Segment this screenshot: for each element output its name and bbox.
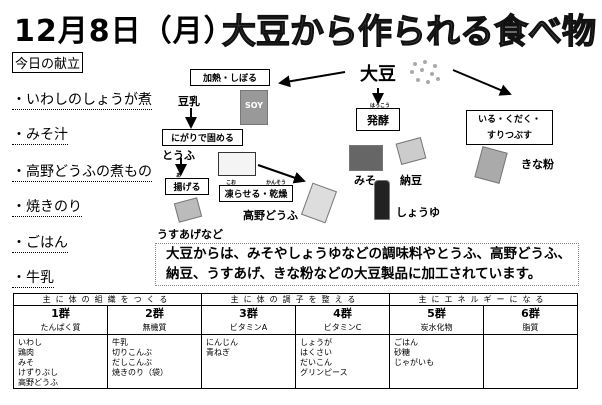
food-list: にんじん 青ねぎ	[206, 338, 238, 357]
category-header: 主に体の組織をつくる	[13, 293, 202, 306]
nigari-box: にがりで固める	[162, 129, 243, 146]
food-groups-table: 主に体の組織をつくる 主に体の調子を整える 主にエネルギーになる 1群たんぱく質…	[13, 293, 578, 389]
fry-box: 揚げる	[165, 178, 209, 195]
menu-item: ・牛乳	[12, 270, 54, 288]
tofu-label: とうふ	[162, 149, 195, 162]
food-list: 牛乳 切りこんぶ だしこんぶ 焼きのり（袋）	[112, 338, 168, 377]
miso-icon	[349, 145, 383, 171]
group-header: 3群ビタミンA	[201, 305, 296, 335]
ferment-ruby: はっこう	[370, 103, 391, 109]
info-note: 大豆からは、みそやしょうゆなどの調味料やとうふ、高野どうふ、 納豆、うすあげ、き…	[155, 243, 579, 286]
tofu-icon	[218, 152, 256, 176]
group-number: 5群	[427, 306, 446, 320]
category-header: 主に体の調子を整える	[201, 293, 390, 306]
group-nutrient: 脂質	[522, 322, 539, 332]
group-foods: 牛乳 切りこんぶ だしこんぶ 焼きのり（袋）	[107, 334, 202, 389]
fry-ruby: あ	[176, 173, 182, 179]
shoyu-label: しょうゆ	[396, 206, 440, 219]
roast-crush-line: すりつぶす	[486, 130, 533, 141]
group-header: 1群たんぱく質	[13, 305, 108, 335]
menu-item: ・いわしのしょうが煮	[12, 92, 152, 110]
soy-milk-pack-icon: SOY	[240, 90, 268, 125]
category-header: 主にエネルギーになる	[389, 293, 578, 306]
natto-label: 納豆	[400, 174, 422, 187]
soy-milk-label: 豆乳	[178, 95, 200, 108]
group-nutrient: ビタミンC	[323, 322, 362, 332]
food-list: しょうが はくさい だいこん グリンピース	[300, 338, 348, 377]
ferment-box: 発酵	[356, 108, 400, 131]
group-header: 4群ビタミンC	[295, 305, 390, 335]
roast-crush-box: いる・くだく・ すりつぶす	[466, 110, 553, 145]
menu-item: ・高野どうふの煮もの	[12, 164, 152, 182]
group-foods	[483, 334, 578, 389]
dry-ruby: かんそう	[266, 180, 287, 186]
group-foods: いわし 鶏肉 みそ けずりぶし 高野どうふ	[13, 334, 108, 389]
miso-label: みそ	[354, 174, 376, 187]
page-title: 大豆から作られる食べ物	[221, 11, 596, 52]
menu-item: ・ごはん	[12, 235, 68, 253]
group-foods: ごはん 砂糖 じゃがいも	[389, 334, 484, 389]
koya-tofu-label: 高野どうふ	[243, 209, 298, 222]
soybeans-icon	[410, 60, 440, 84]
freeze-ruby: こお	[226, 180, 237, 186]
freeze-dry-box: 凍らせる・乾燥	[219, 185, 293, 202]
group-number: 6群	[521, 306, 540, 320]
note-line: 大豆からは、みそやしょうゆなどの調味料やとうふ、高野どうふ、	[166, 246, 571, 262]
group-nutrient: たんぱく質	[40, 322, 81, 332]
usuage-label: うすあげなど	[157, 228, 223, 241]
soybean-label: 大豆	[360, 64, 396, 85]
date-heading: 12月8日（月）	[14, 14, 235, 49]
group-number: 3群	[239, 306, 258, 320]
group-header: 5群炭水化物	[389, 305, 484, 335]
roast-crush-line: いる・くだく・	[477, 114, 541, 125]
group-nutrient: 炭水化物	[420, 322, 453, 332]
kinako-label: きな粉	[521, 158, 554, 171]
heat-press-box: 加熱・しぼる	[190, 69, 270, 86]
note-line: 納豆、うすあげ、きな粉などの大豆製品に加工されています。	[166, 266, 542, 282]
group-header: 6群脂質	[483, 305, 578, 335]
group-foods: しょうが はくさい だいこん グリンピース	[295, 334, 390, 389]
group-header: 2群無機質	[107, 305, 202, 335]
food-list: いわし 鶏肉 みそ けずりぶし 高野どうふ	[18, 338, 58, 387]
food-list: ごはん 砂糖 じゃがいも	[394, 338, 434, 367]
menu-heading: 今日の献立	[12, 52, 84, 73]
group-number: 1群	[51, 306, 70, 320]
menu-item: ・焼きのり	[12, 199, 82, 217]
group-foods: にんじん 青ねぎ	[201, 334, 296, 389]
group-nutrient: 無機質	[142, 322, 167, 332]
menu-item: ・みそ汁	[12, 127, 68, 145]
group-nutrient: ビタミンA	[229, 322, 268, 332]
soy-sauce-bottle-icon	[374, 180, 390, 220]
group-number: 2群	[145, 306, 164, 320]
group-number: 4群	[333, 306, 352, 320]
